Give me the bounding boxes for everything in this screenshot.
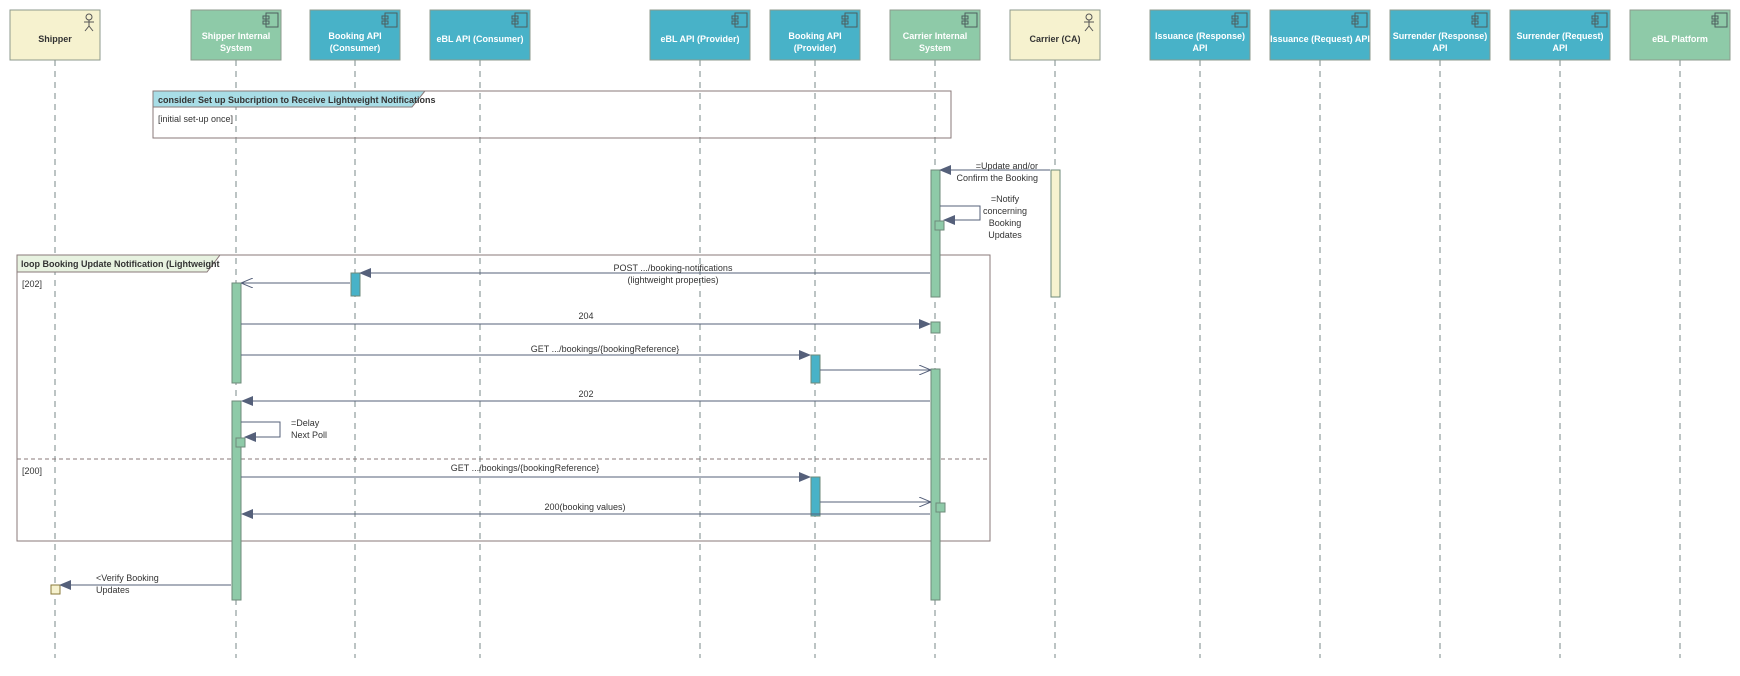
activation-bar	[1050, 169, 1061, 298]
component-icon	[1591, 12, 1608, 28]
fragment-guard: [200]	[22, 466, 42, 476]
message-label: GET .../bookings/{bookingReference}	[531, 344, 679, 354]
participant-box: Carrier (CA)	[1009, 9, 1101, 61]
activations	[50, 169, 1061, 601]
participant-box: Surrender (Response)API	[1389, 9, 1491, 61]
activation-bar	[231, 282, 242, 384]
component-icon	[381, 12, 398, 28]
participant-label: eBL API (Consumer)	[436, 34, 523, 44]
activation-bar	[935, 502, 946, 513]
message: GET .../bookings/{bookingReference}	[241, 463, 811, 482]
participant-box: Surrender (Request)API	[1509, 9, 1611, 61]
participant-box: Booking API(Provider)	[769, 9, 861, 61]
participant-label: eBL Platform	[1652, 34, 1708, 44]
participant-box: Issuance (Request) API	[1269, 9, 1371, 61]
participant-box: eBL API (Provider)	[649, 9, 751, 61]
participant-label: Surrender (Request)API	[1516, 31, 1603, 53]
component-icon	[841, 12, 858, 28]
message: 200(booking values)	[241, 502, 930, 519]
participant-label: Carrier (CA)	[1029, 34, 1080, 44]
participant-label: Shipper	[38, 34, 72, 44]
component-icon	[1471, 12, 1488, 28]
participant-label: Booking API(Provider)	[788, 31, 841, 53]
fragments: consider Set up Subcription to Receive L…	[16, 90, 991, 542]
participant-label: Booking API(Consumer)	[328, 31, 381, 53]
participant-label: Surrender (Response)API	[1393, 31, 1488, 53]
component-icon	[961, 12, 978, 28]
component-icon	[262, 12, 279, 28]
actor-icon	[84, 13, 94, 32]
message-label: 202	[578, 389, 593, 399]
fragment-guard: [202]	[22, 279, 42, 289]
fragment-consider: consider Set up Subcription to Receive L…	[152, 90, 952, 139]
activation-bar	[350, 272, 361, 297]
activation-bar	[810, 354, 821, 384]
participant-label: eBL API (Provider)	[660, 34, 739, 44]
participant-box: Shipper	[9, 9, 101, 61]
component-icon	[1351, 12, 1368, 28]
participant-label: Issuance (Request) API	[1270, 34, 1370, 44]
lifelines	[54, 60, 1681, 658]
actor-icon	[1084, 13, 1094, 32]
participant-label: Issuance (Response)API	[1155, 31, 1245, 53]
message: GET .../bookings/{bookingReference}	[241, 344, 811, 360]
participant-box: Issuance (Response)API	[1149, 9, 1251, 61]
participant-box: eBL API (Consumer)	[429, 9, 531, 61]
activation-bar	[50, 584, 61, 595]
message: 204	[241, 311, 931, 329]
activation-bar	[930, 169, 941, 298]
message-label: 200(booking values)	[544, 502, 625, 512]
message-label: 204	[578, 311, 593, 321]
activation-bar	[934, 220, 945, 231]
participant-box: eBL Platform	[1629, 9, 1731, 61]
activation-bar	[930, 368, 941, 601]
component-icon	[1231, 12, 1248, 28]
activation-bar	[231, 400, 242, 601]
component-icon	[731, 12, 748, 28]
activation-bar	[235, 437, 246, 448]
activation-bar	[810, 476, 821, 517]
activation-bar	[930, 321, 941, 334]
component-icon	[511, 12, 528, 28]
message: 202	[241, 389, 930, 406]
fragment-guard: [initial set-up once]	[158, 114, 233, 124]
fragment-loop: loop Booking Update Notification (Lightw…	[16, 254, 991, 542]
message-label: POST .../booking-notifications(lightweig…	[614, 263, 733, 285]
message-label: GET .../bookings/{bookingReference}	[451, 463, 599, 473]
fragment-title: loop Booking Update Notification (Lightw…	[21, 259, 219, 269]
message: POST .../booking-notifications(lightweig…	[359, 263, 930, 285]
fragment-title: consider Set up Subcription to Receive L…	[158, 95, 436, 105]
component-icon	[1711, 12, 1728, 28]
participant-box: Booking API(Consumer)	[309, 9, 401, 61]
